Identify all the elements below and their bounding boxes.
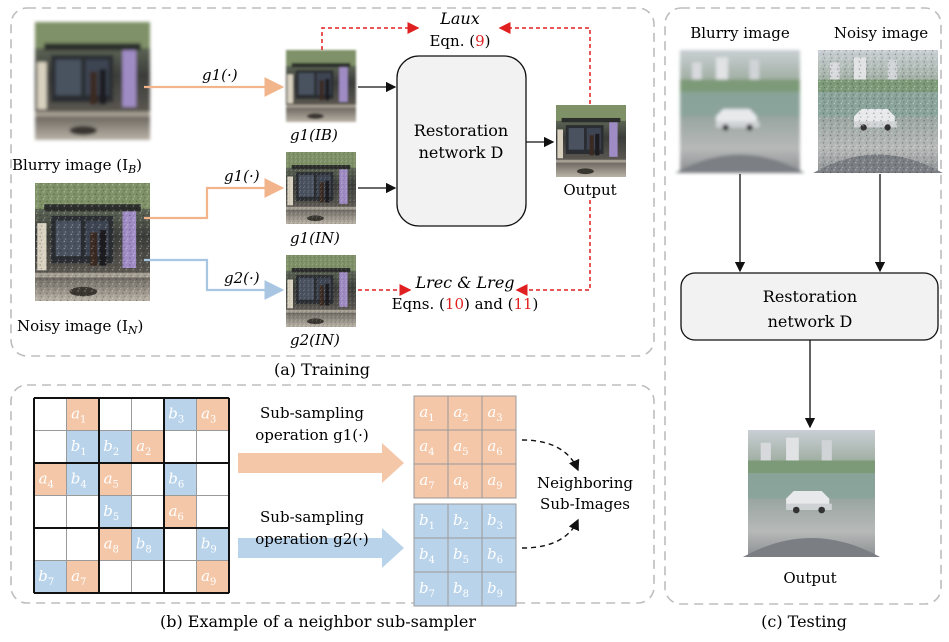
aux-loss-label: Laux <box>439 9 480 28</box>
training-output-label: Output <box>563 181 616 199</box>
grid-cell <box>33 560 67 594</box>
noisy-input-image <box>35 183 150 301</box>
b-subimage-cell <box>413 571 449 607</box>
a-subimage-cell <box>481 395 517 431</box>
blurry-image-label: Blurry image (IB) <box>12 156 142 176</box>
testing-network-line1: Restoration <box>763 287 857 306</box>
op2-line2: operation g2(·) <box>255 530 369 548</box>
op1-line2: operation g1(·) <box>255 426 369 444</box>
aux-loss-eqn: Eqn. (9) <box>429 32 490 50</box>
g1-blur-arrow-label: g1(·) <box>202 66 238 84</box>
sampler-caption: (b) Example of a neighbor sub-sampler <box>160 612 476 631</box>
a-subimage-cell <box>413 395 449 431</box>
g2-operation-arrow <box>238 528 404 568</box>
g1-noisy-label: g1(IN) <box>290 229 340 247</box>
grid-cell <box>33 495 67 529</box>
grid-cell <box>33 527 67 561</box>
grid-cell <box>131 462 165 496</box>
b-subimage-cell <box>447 571 483 607</box>
g1-blurry-label: g1(IB) <box>290 126 338 144</box>
rec-reg-loss-label: Lrec & Lreg <box>414 273 514 292</box>
grid-cell <box>163 495 197 529</box>
rec-loss-arrow-right <box>515 200 591 296</box>
training-panel <box>10 7 655 357</box>
grid-cell <box>196 430 230 464</box>
a-subimage-cell <box>481 429 517 465</box>
grid-cell <box>33 430 67 464</box>
grid-cell <box>66 560 100 594</box>
test-output-label: Output <box>783 569 836 587</box>
grid-cell <box>98 462 132 496</box>
b-subimage-cell <box>413 503 449 539</box>
grid-cell <box>98 397 132 431</box>
training-network-line1: Restoration <box>414 121 508 140</box>
b-subimage-cell <box>481 537 517 573</box>
grid-cell <box>196 495 230 529</box>
a-to-neighbor-arrow <box>521 439 580 472</box>
g1-blurry-thumbnail <box>286 50 356 122</box>
aux-loss-arrow-right <box>498 22 591 104</box>
grid-cell <box>131 560 165 594</box>
training-network-box <box>396 55 527 227</box>
grid-cell <box>131 397 165 431</box>
training-output-image <box>556 105 626 177</box>
b-subimage-cell <box>481 571 517 607</box>
testing-caption: (c) Testing <box>761 612 847 631</box>
neighbor-line1: Neighboring <box>537 474 633 492</box>
blurry-input-image <box>35 22 150 140</box>
g2-noisy-label: g2(IN) <box>290 331 340 349</box>
sampler-panel <box>10 384 655 604</box>
rec-reg-loss-eqn: Eqns. (10) and (11) <box>392 295 539 313</box>
g1-noisy-arrow-label: g1(·) <box>224 167 260 185</box>
grid-cell <box>163 527 197 561</box>
noisy-image-label: Noisy image (IN) <box>17 317 143 337</box>
grid-cell <box>33 397 67 431</box>
test-blurry-image <box>675 50 805 173</box>
a-subimage-cell <box>447 463 483 499</box>
training-network-line2: network D <box>419 143 504 162</box>
grid-cell <box>66 495 100 529</box>
b-to-neighbor-arrow <box>521 518 579 549</box>
testing-network-line2: network D <box>768 312 853 331</box>
test-output-image <box>742 430 881 557</box>
grid-cell <box>163 560 197 594</box>
grid-cell <box>131 495 165 529</box>
b-subimage-cell <box>447 537 483 573</box>
grid-cell <box>98 560 132 594</box>
training-caption: (a) Training <box>274 360 370 379</box>
test-noisy-image <box>813 50 943 173</box>
neighbor-line2: Sub-Images <box>540 495 630 513</box>
g1-noisy-thumbnail <box>286 152 356 224</box>
op2-line1: Sub-sampling <box>260 508 364 526</box>
test-blurry-label: Blurry image <box>690 24 790 42</box>
g2-noisy-arrow <box>144 258 285 300</box>
b-subimage-cell <box>413 537 449 573</box>
testing-panel <box>664 7 942 605</box>
g2-noisy-thumbnail <box>286 255 356 327</box>
grid-cell <box>196 462 230 496</box>
aux-loss-arrow-left <box>321 22 420 50</box>
test-noisy-label: Noisy image <box>834 24 928 42</box>
a-subimage-cell <box>481 463 517 499</box>
op1-line1: Sub-sampling <box>260 404 364 422</box>
b-subimage-cell <box>447 503 483 539</box>
g1-operation-arrow <box>238 443 404 483</box>
g1-noisy-arrow <box>144 178 285 220</box>
g2-noisy-arrow-label: g2(·) <box>224 269 260 287</box>
grid-cell <box>66 527 100 561</box>
grid-cell <box>163 430 197 464</box>
